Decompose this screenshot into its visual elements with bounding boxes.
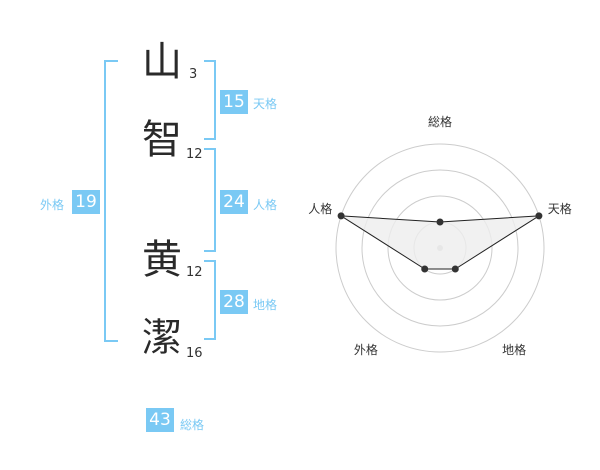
chikaku-bracket xyxy=(204,260,216,340)
radar-axis-label-2: 地格 xyxy=(502,342,526,357)
tenkaku-bracket xyxy=(204,60,216,140)
soukaku-value-box: 43 xyxy=(146,408,174,432)
soukaku-label: 総格 xyxy=(180,418,205,432)
chikaku-value-box: 28 xyxy=(220,290,248,314)
radar-point-1 xyxy=(535,212,543,220)
jinkaku-label: 人格 xyxy=(253,198,278,212)
radar-axis-label-3: 外格 xyxy=(354,342,378,357)
radar-area xyxy=(340,215,540,270)
radar-ring-2 xyxy=(387,195,493,301)
radar-point-3 xyxy=(421,265,429,273)
gaikaku-bracket xyxy=(104,60,118,342)
stroke-count-2: 12 xyxy=(186,147,203,162)
tenkaku-value-box: 15 xyxy=(220,90,248,114)
stroke-count-1: 3 xyxy=(189,67,198,82)
radar-grid xyxy=(335,143,545,353)
radar-axis-label-4: 人格 xyxy=(308,201,332,216)
gaikaku-label: 外格 xyxy=(40,198,65,212)
radar-axis-label-1: 天格 xyxy=(548,201,572,216)
jinkaku-value-box: 24 xyxy=(220,190,248,214)
name-char-2: 智 xyxy=(142,117,182,163)
radar-points xyxy=(337,212,543,273)
radar-axis-label-0: 総格 xyxy=(428,114,452,129)
name-char-4: 潔 xyxy=(142,315,182,361)
gaikaku-value-box: 19 xyxy=(72,190,100,214)
stroke-count-3: 12 xyxy=(186,265,203,280)
jinkaku-bracket xyxy=(204,148,216,252)
tenkaku-label: 天格 xyxy=(253,97,278,111)
chikaku-label: 地格 xyxy=(253,298,278,312)
radar-point-2 xyxy=(451,265,459,273)
radar-point-4 xyxy=(337,212,345,220)
name-char-3: 黄 xyxy=(142,237,182,283)
name-char-1: 山 xyxy=(142,39,182,85)
radar-point-0 xyxy=(436,218,444,226)
radar-ring-4 xyxy=(335,143,545,353)
radar-ring-3 xyxy=(361,169,519,327)
stroke-count-4: 16 xyxy=(186,346,203,361)
